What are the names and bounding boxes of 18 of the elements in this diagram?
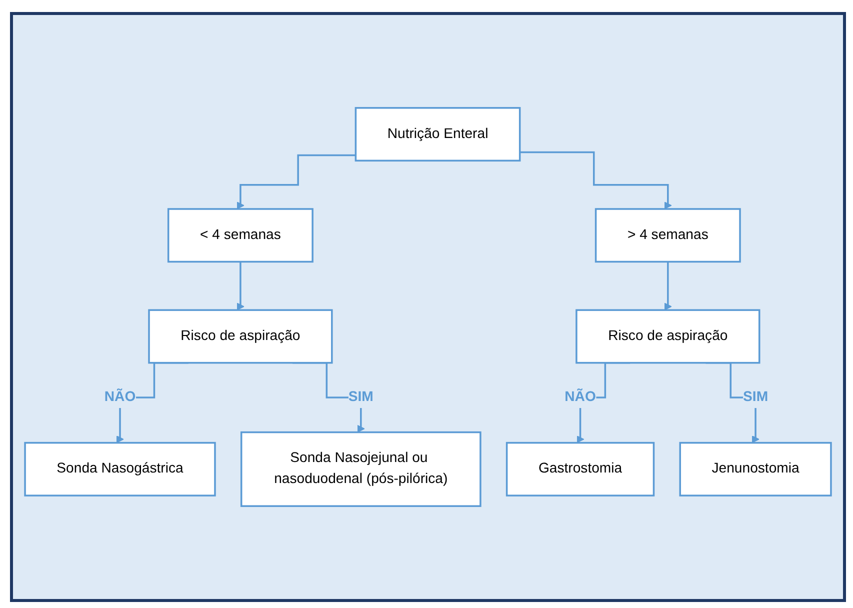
node-box	[240, 431, 482, 507]
node-box	[148, 309, 333, 364]
node-box	[167, 208, 314, 263]
arrow	[664, 260, 672, 310]
node-box	[354, 107, 521, 162]
edge-label: SIM	[348, 390, 374, 405]
edge-label: SIM	[743, 390, 768, 405]
panel-background: NÃO SIM NÃO SIM Nutrição Enteral < 4 semanas > 4 semanas Risco de aspiração Risco de aspiração Sonda Nasogástrica Sonda Nasojejunal ou nasoduodenal (pós-pilórica) Gastrostomia Jenunostomia	[10, 12, 846, 602]
edge-label: NÃO	[104, 390, 136, 405]
node-box	[576, 309, 760, 364]
node-box	[679, 442, 832, 496]
arrow	[236, 260, 244, 310]
node-box	[506, 442, 655, 496]
arrow	[236, 154, 356, 210]
arrow	[520, 151, 672, 210]
edge-label: NÃO	[564, 390, 596, 405]
node-box	[594, 208, 741, 263]
node-box	[24, 442, 216, 496]
